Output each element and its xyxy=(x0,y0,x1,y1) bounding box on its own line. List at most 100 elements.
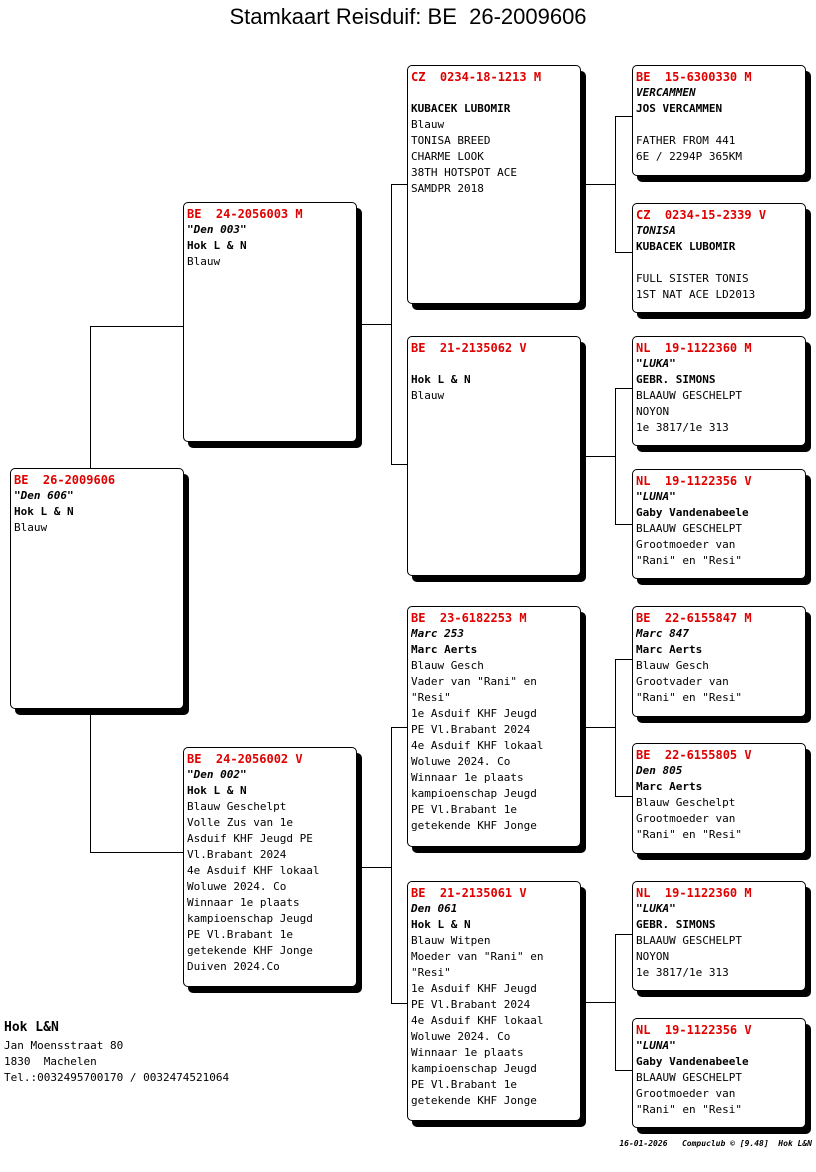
ring-number: CZ 0234-15-2339 V xyxy=(636,208,767,222)
detail-line: Winnaar 1e plaats xyxy=(187,896,300,909)
detail-line: Winnaar 1e plaats xyxy=(411,1046,524,1059)
pigeon-nickname: Marc 253 xyxy=(411,627,464,640)
ring-number: CZ 0234-18-1213 M xyxy=(411,70,542,84)
connector-line xyxy=(615,524,633,525)
detail-line: Grootvader van xyxy=(636,675,729,688)
detail-line: "Resi" xyxy=(411,691,451,704)
detail-line: Blauw Geschelpt xyxy=(636,796,736,809)
detail-line: 4e Asduif KHF lokaal xyxy=(411,739,544,752)
breeder-name: JOS VERCAMMEN xyxy=(636,102,723,115)
detail-line: TONISA BREED xyxy=(411,134,491,147)
detail-line: Blauw xyxy=(411,389,445,402)
owner-block: Hok L&N Jan Moensstraat 80 1830 Machelen… xyxy=(4,1018,229,1086)
detail-line: Winnaar 1e plaats xyxy=(411,771,524,784)
ring-number: NL 19-1122356 V xyxy=(636,474,752,488)
detail-line: Moeder van "Rani" en xyxy=(411,950,544,963)
owner-name: Hok L&N xyxy=(4,1020,59,1035)
detail-line: Blauw Witpen xyxy=(411,934,491,947)
detail-line: 38TH HOTSPOT ACE xyxy=(411,166,517,179)
detail-line: 1e 3817/1e 313 xyxy=(636,421,729,434)
ring-number: NL 19-1122356 V xyxy=(636,1023,752,1037)
breeder-name: Marc Aerts xyxy=(636,780,703,793)
breeder-name: Hok L & N xyxy=(411,918,471,931)
connector-line xyxy=(615,116,616,252)
connector-line xyxy=(615,659,616,796)
pigeon-nickname: "Den 606" xyxy=(14,489,74,502)
pigeon-nickname: "LUKA" xyxy=(636,357,676,370)
detail-line: Blauw Geschelpt xyxy=(187,800,287,813)
detail-line: Woluwe 2024. Co xyxy=(411,1030,511,1043)
connector-line xyxy=(90,326,184,327)
owner-city: 1830 Machelen xyxy=(4,1055,97,1068)
detail-line: Blauw Gesch xyxy=(636,659,709,672)
connector-line xyxy=(391,184,392,464)
pigeon-nickname xyxy=(411,356,577,372)
detail-line: BLAAUW GESCHELPT xyxy=(636,1071,742,1084)
pigeon-nickname: Marc 847 xyxy=(636,627,689,640)
ring-number: BE 24-2056002 V xyxy=(187,752,303,766)
owner-phone: Tel.:0032495700170 / 0032474521064 xyxy=(4,1071,230,1084)
detail-line: 1e Asduif KHF Jeugd xyxy=(411,707,537,720)
connector-line xyxy=(581,184,615,185)
detail-line: getekende KHF Jonge xyxy=(411,819,537,832)
breeder-name: Hok L & N xyxy=(411,373,471,386)
connector-line xyxy=(615,252,633,253)
detail-line: PE Vl.Brabant 1e xyxy=(187,928,293,941)
connector-line xyxy=(581,727,615,728)
detail-line: Blauw Gesch xyxy=(411,659,484,672)
detail-line: PE Vl.Brabant 1e xyxy=(411,803,517,816)
pigeon-nickname: "LUKA" xyxy=(636,902,676,915)
connector-line xyxy=(391,727,392,1003)
detail-line: "Rani" en "Resi" xyxy=(636,1103,742,1116)
pigeon-card-paternal-grandmother[interactable]: BE 21-2135062 V Hok L & N Blauw xyxy=(407,336,581,576)
detail-line: Blauw xyxy=(411,118,445,131)
pigeon-nickname xyxy=(411,85,577,101)
detail-line: Volle Zus van 1e xyxy=(187,816,293,829)
ring-number: BE 22-6155847 M xyxy=(636,611,752,625)
connector-line xyxy=(391,1003,408,1004)
detail-line: kampioenschap Jeugd xyxy=(411,787,537,800)
ring-number: BE 21-2135062 V xyxy=(411,341,527,355)
connector-line xyxy=(357,324,391,325)
ring-number: NL 19-1122360 M xyxy=(636,341,752,355)
connector-line xyxy=(615,934,616,1070)
pigeon-nickname: "LUNA" xyxy=(636,1039,676,1052)
detail-line: Asduif KHF Jeugd PE xyxy=(187,832,313,845)
breeder-name: GEBR. SIMONS xyxy=(636,918,716,931)
pigeon-nickname: TONISA xyxy=(636,224,676,237)
detail-line: SAMDPR 2018 xyxy=(411,182,484,195)
detail-line: 4e Asduif KHF lokaal xyxy=(187,864,320,877)
detail-line: getekende KHF Jonge xyxy=(411,1094,537,1107)
breeder-name: KUBACEK LUBOMIR xyxy=(636,240,736,253)
breeder-name: Hok L & N xyxy=(187,784,247,797)
detail-line: Woluwe 2024. Co xyxy=(411,755,511,768)
detail-line: "Rani" en "Resi" xyxy=(636,691,742,704)
detail-line: kampioenschap Jeugd xyxy=(187,912,313,925)
breeder-name: Gaby Vandenabeele xyxy=(636,1055,749,1068)
detail-line: BLAAUW GESCHELPT xyxy=(636,522,742,535)
ring-number: BE 23-6182253 M xyxy=(411,611,527,625)
owner-address: Jan Moensstraat 80 xyxy=(4,1039,124,1052)
connector-line xyxy=(581,456,615,457)
connector-line xyxy=(391,184,408,185)
detail-line: PE Vl.Brabant 1e xyxy=(411,1078,517,1091)
pigeon-nickname: Den 805 xyxy=(636,764,683,777)
detail-line: "Resi" xyxy=(411,966,451,979)
detail-line: BLAAUW GESCHELPT xyxy=(636,389,742,402)
ring-number: BE 22-6155805 V xyxy=(636,748,752,762)
detail-line: NOYON xyxy=(636,405,670,418)
